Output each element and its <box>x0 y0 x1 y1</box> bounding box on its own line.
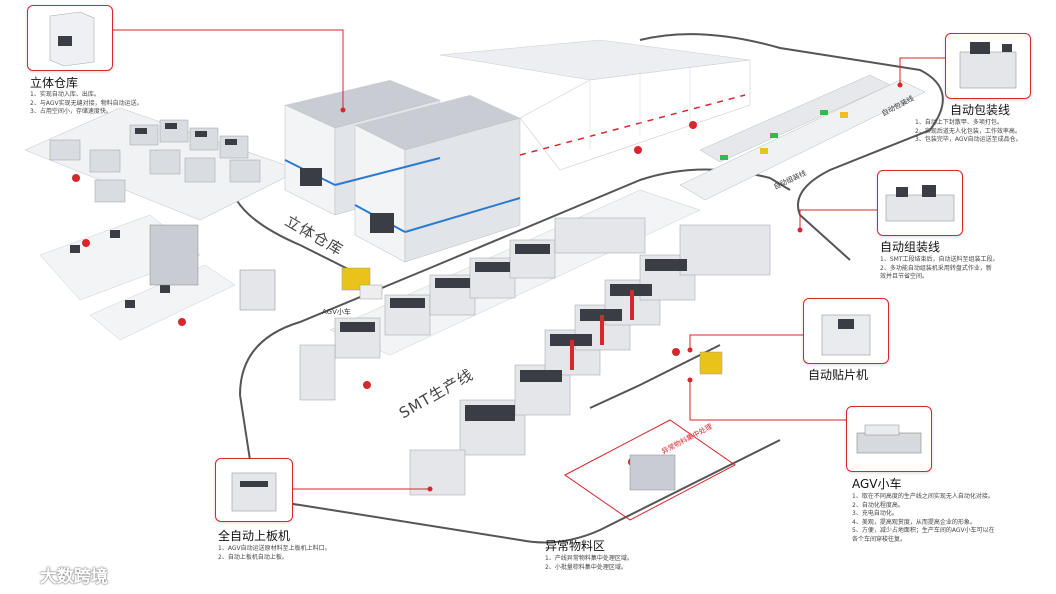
left-production-rows <box>24 107 301 221</box>
agv-carts <box>341 267 723 375</box>
brand-logo-icon <box>9 570 33 584</box>
abnormal-title: 异常物料区 <box>545 539 606 553</box>
assembly-title: 自动组装线 <box>880 240 941 254</box>
loader-thumbnail <box>215 458 293 522</box>
assembly-thumbnail <box>877 170 963 236</box>
loader-title: 全自动上板机 <box>218 529 291 543</box>
mounter-thumbnail <box>803 298 889 364</box>
abnormal-zone <box>564 419 736 521</box>
leader-lines <box>112 29 945 490</box>
right-conveyor-lines <box>679 74 926 201</box>
loader-desc: 1、AGV自动运送原材料至上板机上料口。2、自动上板机自动上板。 <box>218 545 331 561</box>
packaging-thumbnail <box>945 33 1031 99</box>
watermark-text: 大数跨境 <box>39 567 108 587</box>
warehouse-desc: 1、实现自动入库、出库。2、与AGV实现无缝对接，物料自动运送。3、占用空间小，… <box>30 91 143 115</box>
mounter-title: 自动贴片机 <box>808 368 869 382</box>
assembly-desc: 1、SMT工段结束后，自动送料至组装工段。2、多功能自动组装机采用转盘式作业，新… <box>880 256 999 280</box>
warehouse-thumbnail <box>27 5 113 71</box>
agv-title: AGV小车 <box>852 477 902 491</box>
clean-room <box>439 39 751 171</box>
warehouse-title: 立体仓库 <box>30 76 79 90</box>
lower-machines <box>459 224 771 456</box>
smt-line-machines <box>329 189 701 359</box>
agv-desc: 1、取在不同高度的生产线之间实现无人自动化对接。2、自动化程度高。3、充电自动化… <box>852 493 995 543</box>
warehouse-buildings <box>284 80 521 263</box>
loader-area <box>299 344 466 496</box>
floor-label-agv: AGV小车 <box>322 308 351 316</box>
office-area <box>39 121 697 466</box>
abnormal-desc: 1、产线异常物料集中处理区域。2、小批量棕料集中处理区域。 <box>545 555 633 571</box>
packaging-desc: 1、自动上下封散甲、多项打包。2、实现后道无人化包装，工作效率高。3、包装完毕，… <box>915 119 1022 143</box>
watermark: 大数跨境 <box>8 562 108 587</box>
packaging-title: 自动包装线 <box>950 103 1011 117</box>
agv-thumbnail <box>846 406 932 472</box>
